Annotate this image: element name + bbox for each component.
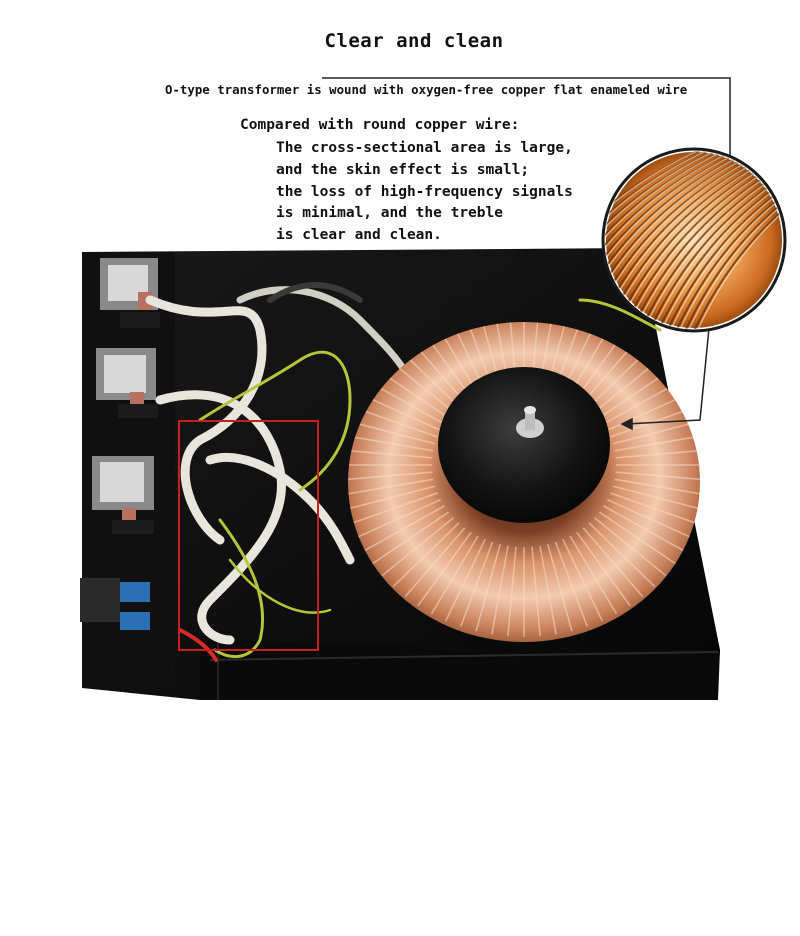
coil-strand: [652, 151, 783, 329]
coil-shine: [605, 151, 714, 329]
winding-stroke: [348, 471, 433, 481]
winding-stroke: [348, 478, 434, 496]
winding-stroke: [404, 527, 466, 598]
winding-stroke: [612, 419, 700, 445]
coil-shine: [605, 151, 768, 329]
winding-stroke: [349, 492, 438, 525]
coil-strand: [625, 151, 783, 329]
coil-shine: [648, 151, 783, 329]
winding-stroke: [588, 522, 656, 588]
point-line: the loss of high-frequency signals: [276, 183, 573, 200]
winding-stroke: [459, 322, 494, 389]
winding-stroke: [603, 505, 685, 552]
winding-stroke: [598, 511, 676, 565]
winding-stroke: [562, 538, 603, 622]
winding-stroke: [372, 511, 450, 565]
winding-stroke: [615, 471, 700, 481]
winding-stroke: [430, 535, 479, 615]
coil-strand: [643, 151, 783, 329]
winding-stroke: [612, 485, 700, 511]
coil-shine: [605, 151, 759, 329]
highlight-box: [178, 420, 319, 651]
coil-strand: [661, 151, 783, 329]
callout-lines: [322, 77, 731, 431]
winding-stroke: [417, 531, 472, 607]
winding-stroke: [507, 546, 517, 637]
coil-shine: [684, 151, 783, 329]
winding-stroke: [614, 434, 700, 452]
point-line: and the skin effect is small;: [276, 161, 530, 178]
winding-stroke: [554, 541, 589, 627]
winding-stroke: [593, 517, 667, 577]
coil-shine: [666, 151, 783, 329]
comparison-heading: Compared with round copper wire:: [240, 117, 520, 133]
copper-coil-inset: [601, 147, 787, 333]
winding-stroke: [475, 543, 501, 632]
winding-stroke: [614, 478, 700, 496]
coil-shine: [630, 151, 783, 329]
comparison-points: The cross-sectional area is large, and t…: [276, 138, 573, 247]
winding-stroke: [569, 535, 618, 615]
coil-strand: [634, 151, 783, 329]
winding-stroke: [348, 449, 433, 459]
winding-stroke: [348, 485, 436, 511]
winding-stroke: [607, 498, 692, 539]
winding-stroke: [445, 538, 486, 622]
winding-stroke: [381, 517, 455, 577]
coil-shine: [605, 151, 705, 329]
coil-strand: [670, 151, 783, 329]
winding-stroke: [348, 419, 436, 445]
coil-shine: [675, 151, 783, 329]
coil-shine: [605, 151, 750, 329]
winding-stroke: [392, 522, 460, 588]
coil-shine: [605, 151, 723, 329]
terminal-blocks: [80, 258, 160, 630]
winding-stroke: [547, 543, 573, 632]
winding-stroke: [491, 545, 509, 635]
coil-strand: [679, 151, 783, 329]
point-line: is clear and clean.: [276, 227, 442, 244]
coil-shine: [605, 151, 732, 329]
page-title: Clear and clean: [324, 30, 504, 52]
winding-stroke: [356, 498, 441, 539]
winding-stroke: [539, 545, 557, 635]
winding-stroke: [348, 434, 434, 452]
subtitle: O-type transformer is wound with oxygen-…: [165, 82, 688, 97]
point-line: The cross-sectional area is large,: [276, 140, 573, 156]
point-line: is minimal, and the treble: [276, 205, 503, 222]
winding-stroke: [582, 527, 644, 598]
winding-stroke: [554, 322, 589, 389]
winding-stroke: [459, 541, 494, 627]
winding-stroke: [610, 492, 699, 525]
winding-stroke: [576, 531, 631, 607]
coil-shine: [657, 151, 783, 329]
wiring: [145, 282, 662, 662]
winding-stroke: [615, 449, 700, 459]
coil-shine: [605, 151, 741, 329]
coil-strand: [688, 151, 783, 329]
winding-stroke: [531, 546, 541, 637]
winding-stroke: [363, 505, 445, 552]
coil-shine: [639, 151, 783, 329]
coil-shine: [693, 151, 783, 329]
